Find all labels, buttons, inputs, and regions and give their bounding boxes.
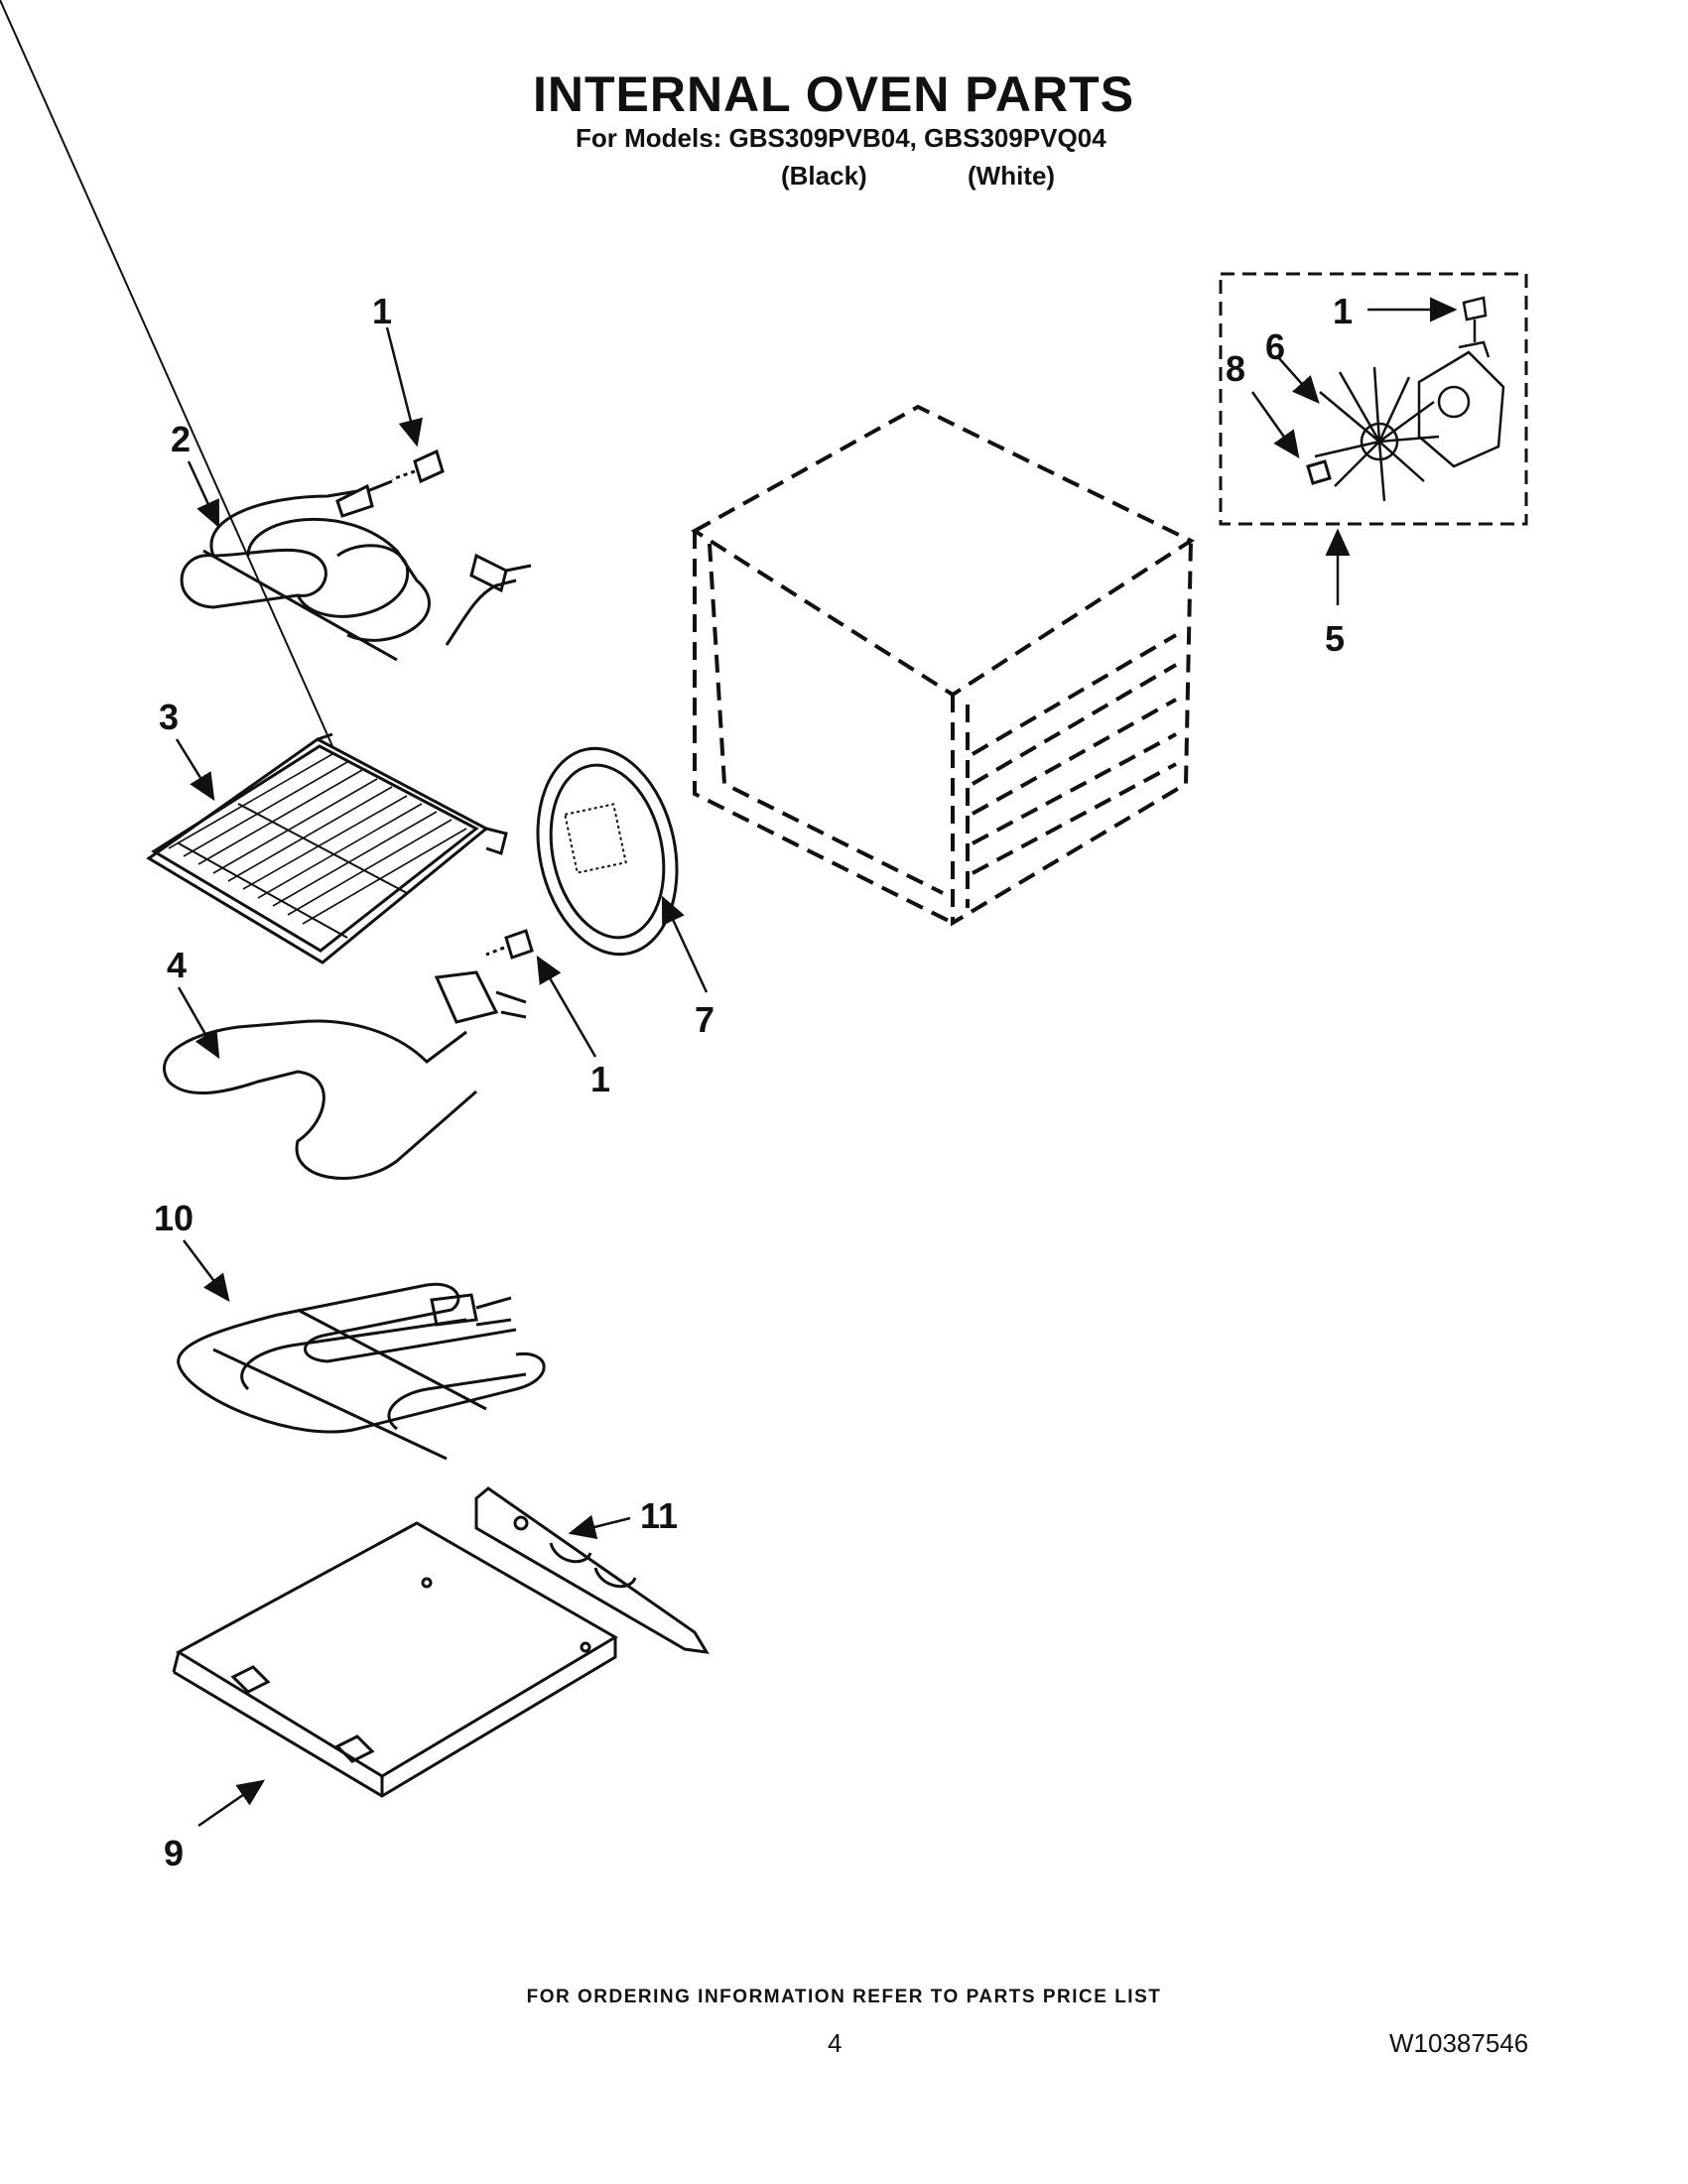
callout-1-fan-screw: 1 [1333,291,1353,331]
part-upper-element [180,479,532,662]
page-number: 4 [828,2028,843,2058]
variant-black-label: (Black) [781,161,867,191]
part-fan-cover [536,746,679,957]
variant-white-label: (White) [968,161,1056,191]
fan-blade-icon [1314,366,1440,502]
page-title: INTERNAL OVEN PARTS [532,66,1135,122]
fan-nut-icon [1306,459,1332,485]
callout-7-fan-cover: 7 [695,999,714,1040]
oven-cavity-outline [691,404,1196,927]
part-bracket [474,1486,710,1654]
callout-3-oven-rack: 3 [159,697,179,737]
part-broil-element [177,1282,546,1461]
fan-screw-icon [1462,296,1488,342]
callout-leaders [175,297,1458,1828]
screw-icon [391,449,445,484]
callout-numbers: 1 2 3 4 1 7 10 11 9 1 6 8 5 [154,291,1353,1873]
callout-9-bottom-tray: 9 [164,1833,184,1873]
callout-6-fan-blade: 6 [1265,326,1285,367]
part-bottom-tray [172,1521,618,1798]
callout-1-bake-screw: 1 [590,1059,610,1099]
part-bake-element [162,970,527,1180]
document-number: W10387546 [1389,2028,1529,2058]
callout-10-broil-element: 10 [154,1198,194,1238]
bake-screw-icon [485,929,534,960]
callout-1-top-element-screw: 1 [372,291,392,331]
callout-11-bracket: 11 [640,1495,678,1536]
callout-4-bake-element: 4 [167,945,187,985]
model-numbers: For Models: GBS309PVB04, GBS309PVQ04 [576,123,1106,153]
callout-2-upper-element: 2 [171,419,191,459]
ordering-note: FOR ORDERING INFORMATION REFER TO PARTS … [526,1987,1162,2007]
part-oven-rack [0,0,508,964]
fan-motor-icon [1417,340,1505,468]
callout-5-fan-assembly: 5 [1325,618,1345,659]
callout-8-fan-nut: 8 [1226,348,1245,389]
fan-assembly-box [1219,272,1528,526]
